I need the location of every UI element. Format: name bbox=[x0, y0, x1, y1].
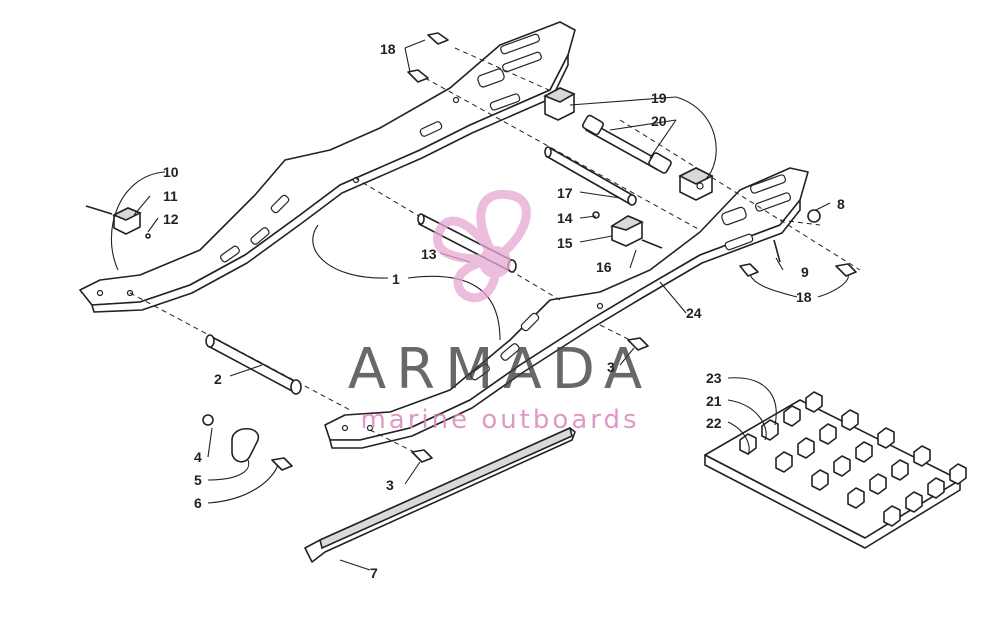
callout-12: 12 bbox=[163, 211, 179, 227]
callout-3-lower: 3 bbox=[386, 477, 394, 493]
track-lug bbox=[783, 405, 801, 427]
callout-8: 8 bbox=[837, 196, 845, 212]
hardware bbox=[202, 32, 857, 471]
watermark: ARMADA marine outboards bbox=[348, 189, 652, 435]
track-lug bbox=[869, 473, 887, 495]
track-lug bbox=[891, 459, 909, 481]
callout-7: 7 bbox=[370, 565, 378, 581]
track-lug bbox=[805, 391, 823, 413]
right-rail bbox=[324, 167, 809, 449]
callout-9: 9 bbox=[801, 264, 809, 280]
callout-14: 14 bbox=[557, 210, 573, 226]
washer-12 bbox=[145, 233, 151, 239]
bushing-19-lower bbox=[678, 167, 714, 201]
track-lug bbox=[855, 441, 873, 463]
callout-16: 16 bbox=[596, 259, 612, 275]
track-lug bbox=[927, 477, 945, 499]
bolt-10 bbox=[85, 205, 113, 215]
track-lug bbox=[877, 427, 895, 449]
callout-20: 20 bbox=[651, 113, 667, 129]
left-rail-slots bbox=[96, 33, 542, 297]
track-lug bbox=[775, 451, 793, 473]
track-lug bbox=[833, 455, 851, 477]
bushing-19-upper bbox=[543, 87, 576, 121]
callout-1: 1 bbox=[392, 271, 400, 287]
callout-6: 6 bbox=[194, 495, 202, 511]
track-section bbox=[704, 399, 961, 549]
watermark-tagline: marine outboards bbox=[360, 405, 639, 435]
track-lug bbox=[797, 437, 815, 459]
callout-24: 24 bbox=[686, 305, 702, 321]
track-lug bbox=[883, 505, 901, 527]
block-11 bbox=[112, 207, 142, 235]
callout-10: 10 bbox=[163, 164, 179, 180]
track-lugs bbox=[739, 391, 967, 527]
callout-labels: 18 19 20 17 14 15 16 8 9 18 24 13 1 2 10… bbox=[163, 41, 845, 581]
callout-23: 23 bbox=[706, 370, 722, 386]
block-15 bbox=[610, 215, 644, 247]
callout-3-upper: 3 bbox=[607, 359, 615, 375]
shaft-20 bbox=[582, 114, 672, 174]
callout-11: 11 bbox=[163, 188, 178, 204]
propeller-logo-icon bbox=[433, 189, 531, 303]
track-lug bbox=[847, 487, 865, 509]
callout-17: 17 bbox=[557, 185, 573, 201]
callout-4: 4 bbox=[194, 449, 202, 465]
callout-15: 15 bbox=[557, 235, 573, 251]
leader-lines bbox=[110, 39, 849, 571]
watermark-brand: ARMADA bbox=[348, 337, 652, 402]
track-lug bbox=[949, 463, 967, 485]
callout-22: 22 bbox=[706, 415, 722, 431]
right-rail-slots bbox=[341, 174, 792, 432]
track-lug bbox=[819, 423, 837, 445]
callout-18-bottom: 18 bbox=[796, 289, 812, 305]
callout-5: 5 bbox=[194, 472, 202, 488]
callout-19: 19 bbox=[651, 90, 667, 106]
track-lug bbox=[841, 409, 859, 431]
track-lug bbox=[905, 491, 923, 513]
callout-2: 2 bbox=[214, 371, 222, 387]
callout-21: 21 bbox=[706, 393, 722, 409]
callout-18-top: 18 bbox=[380, 41, 396, 57]
shaft-17 bbox=[544, 146, 637, 206]
track-lug bbox=[913, 445, 931, 467]
callout-13: 13 bbox=[421, 246, 437, 262]
track-lug bbox=[811, 469, 829, 491]
shaft-2 bbox=[205, 334, 302, 395]
wear-strip-7 bbox=[304, 426, 576, 563]
